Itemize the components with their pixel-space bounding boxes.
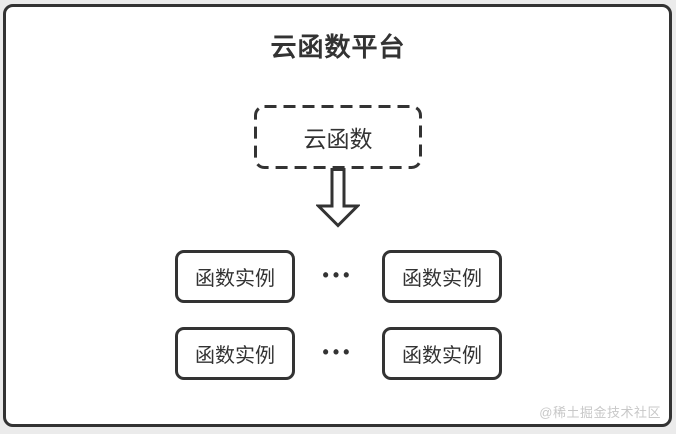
dashed-border xyxy=(254,105,422,169)
node-function-instance: 函数实例 xyxy=(175,250,295,303)
down-arrow-icon xyxy=(316,168,360,228)
ellipsis-row2: ••• xyxy=(322,342,354,362)
node-function-instance: 函数实例 xyxy=(382,250,502,303)
node-cloud-function: 云函数 xyxy=(254,105,422,169)
node-function-instance: 函数实例 xyxy=(175,327,295,380)
ellipsis-row1: ••• xyxy=(322,265,354,285)
diagram-title: 云函数平台 xyxy=(270,32,406,62)
watermark: @稀土掘金技术社区 xyxy=(539,405,661,420)
node-function-instance: 函数实例 xyxy=(382,327,502,380)
node-cloud-function-label: 云函数 xyxy=(303,126,373,152)
